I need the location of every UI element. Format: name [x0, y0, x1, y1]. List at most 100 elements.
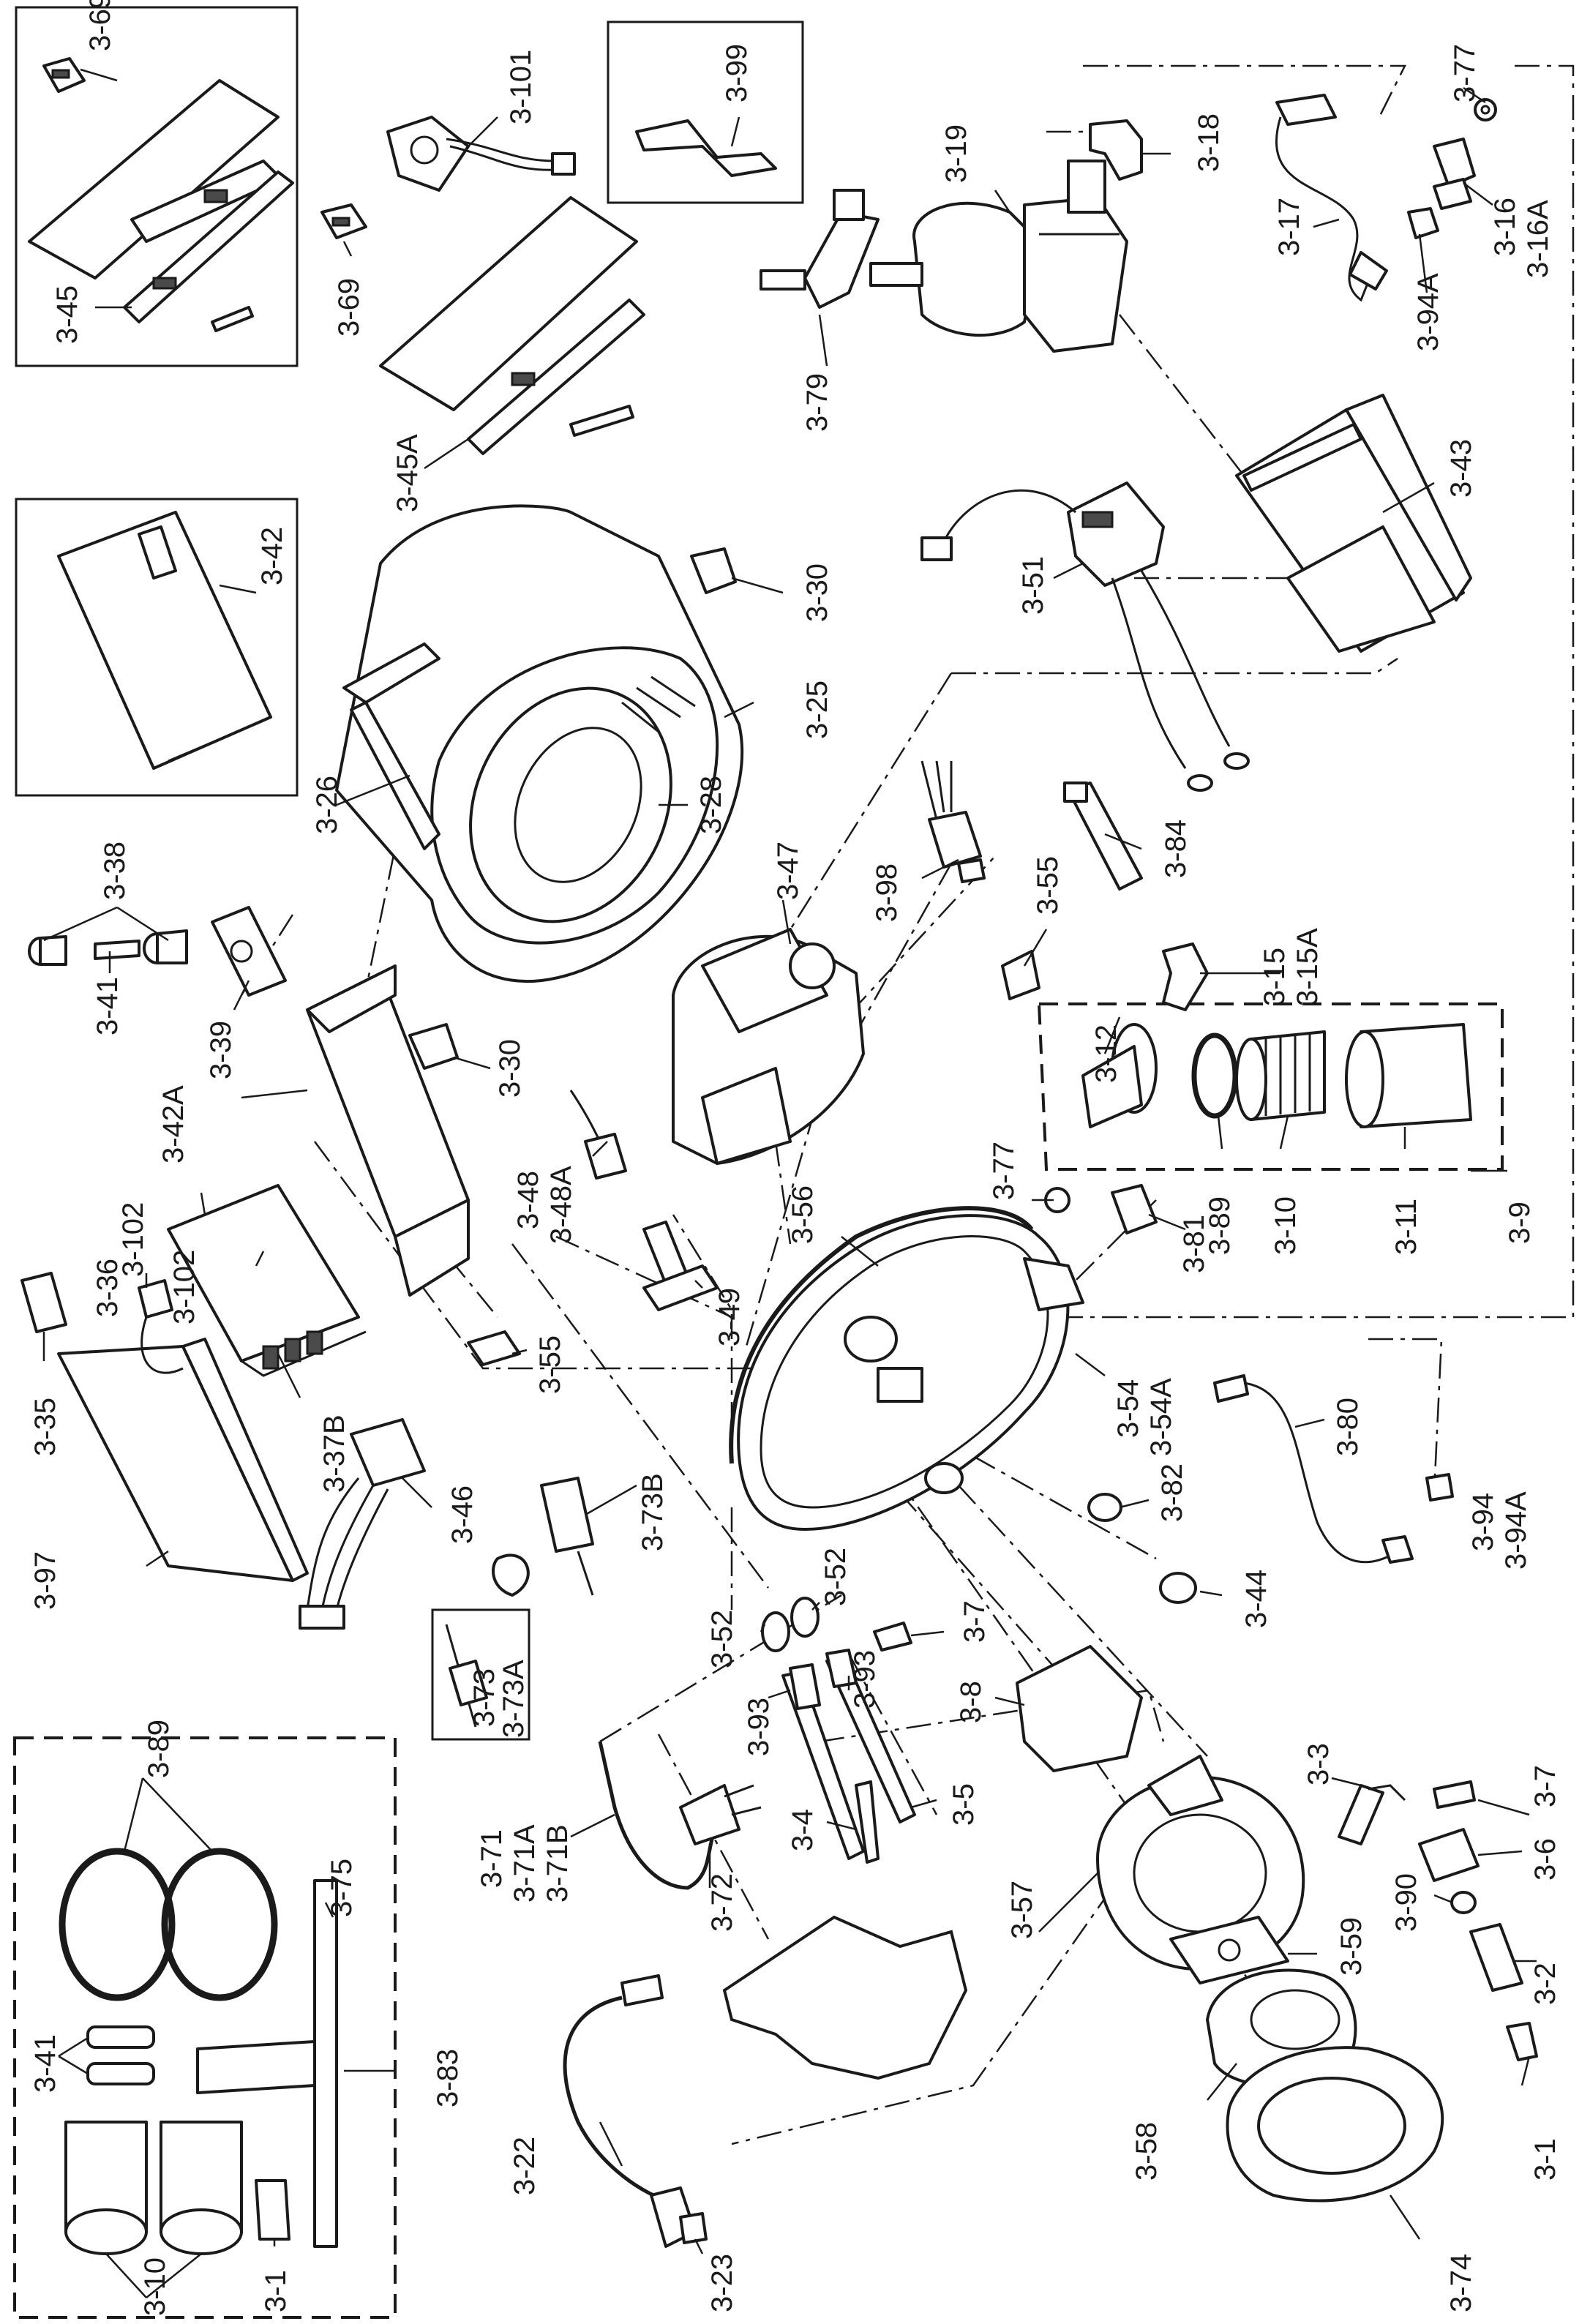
- relay-3-35: [20, 1272, 67, 1333]
- clip-3-55-top: [1001, 950, 1040, 1000]
- label-3-71b: 3-71B: [541, 1824, 574, 1903]
- label-3-54a: 3-54A: [1145, 1378, 1177, 1456]
- clip-3-30-bottom: [408, 1023, 459, 1070]
- label-3-69b: 3-69: [333, 278, 365, 337]
- ceramic-3-93-a: [789, 1663, 821, 1710]
- label-3-41k: 3-41: [29, 2034, 61, 2093]
- nut-3-94: [1425, 1473, 1454, 1502]
- motor-3-47: [672, 928, 865, 1165]
- connector-3-69: [320, 203, 367, 239]
- label-3-77a: 3-77: [1449, 44, 1481, 102]
- label-3-71: 3-71: [476, 1829, 508, 1888]
- clip-3-7-right: [1433, 1780, 1476, 1809]
- label-3-51: 3-51: [1017, 556, 1049, 615]
- label-3-79: 3-79: [801, 373, 833, 432]
- hose-3-84: [1063, 781, 1143, 891]
- label-3-72: 3-72: [706, 1873, 738, 1932]
- inset-box-bracket-3-99: [607, 20, 804, 204]
- label-3-12: 3-12: [1090, 1024, 1122, 1083]
- sensor-3-48: [569, 1090, 627, 1180]
- label-3-1a: 3-1: [1529, 2138, 1561, 2181]
- connector-3-36: [138, 1279, 184, 1374]
- cap-3-52-b: [790, 1597, 820, 1638]
- label-3-52b: 3-52: [820, 1548, 852, 1606]
- label-3-84: 3-84: [1160, 820, 1192, 878]
- control-board-3-45: [28, 79, 294, 332]
- mounting-plate-3-42: [57, 511, 272, 770]
- washer-3-90: [1450, 1891, 1477, 1914]
- label-3-89k: 3-89: [143, 1720, 175, 1778]
- elbow-3-15: [1162, 942, 1209, 1011]
- label-3-7a: 3-7: [959, 1600, 991, 1643]
- part-labels: 3-69 3-45 3-101 3-69 3-45A 3-99 3-19 3-7…: [29, 0, 1561, 2316]
- kit-nozzle-3-1: [255, 2179, 290, 2241]
- elbow-fitting-3-18: [1089, 119, 1143, 181]
- label-3-94a: 3-94A: [1500, 1491, 1532, 1570]
- label-3-46: 3-46: [446, 1485, 479, 1544]
- photocell-3-98: [920, 760, 986, 883]
- label-3-102a: 3-102: [117, 1202, 149, 1277]
- washer-3-77: [1474, 98, 1497, 121]
- fan-bracket-3-26: [342, 642, 440, 850]
- label-3-3: 3-3: [1302, 1743, 1335, 1785]
- label-3-8: 3-8: [955, 1681, 987, 1723]
- label-3-5: 3-5: [948, 1783, 980, 1826]
- label-3-101: 3-101: [505, 50, 537, 124]
- label-3-2: 3-2: [1529, 1963, 1561, 2005]
- label-3-26: 3-26: [311, 776, 343, 834]
- label-3-10k: 3-10: [139, 2257, 171, 2316]
- label-3-45a: 3-45A: [391, 434, 424, 512]
- label-3-56: 3-56: [787, 1185, 819, 1244]
- label-3-18: 3-18: [1193, 113, 1225, 172]
- oil-line-3-17: [1275, 94, 1388, 302]
- label-3-90: 3-90: [1390, 1873, 1422, 1932]
- nozzle-line-3-3: [1338, 1784, 1406, 1845]
- label-3-19: 3-19: [940, 124, 972, 183]
- label-3-57: 3-57: [1006, 1881, 1038, 1939]
- label-3-45: 3-45: [51, 285, 83, 344]
- label-3-55a: 3-55: [1032, 856, 1064, 915]
- label-3-16: 3-16: [1489, 198, 1521, 256]
- label-3-35: 3-35: [29, 1398, 61, 1456]
- label-3-102b: 3-102: [168, 1250, 200, 1324]
- label-3-39: 3-39: [205, 1021, 237, 1079]
- kit-o-rings-3-89: [59, 1848, 278, 2001]
- cable-3-46: [299, 1418, 426, 1630]
- holder-3-49: [642, 1221, 719, 1311]
- fitting-3-81: [1111, 1184, 1158, 1234]
- label-3-30b: 3-30: [494, 1039, 526, 1098]
- electrode-3-4: [781, 1671, 880, 1864]
- mounting-bracket-3-43: [1235, 394, 1472, 653]
- clip-3-30-top: [690, 547, 737, 594]
- label-3-10: 3-10: [1270, 1196, 1302, 1255]
- label-3-83: 3-83: [432, 2049, 464, 2107]
- label-3-58: 3-58: [1130, 2122, 1163, 2181]
- label-3-69a: 3-69: [84, 0, 116, 51]
- inset-box-plate-3-42: [15, 498, 299, 797]
- label-3-42a: 3-42A: [157, 1085, 190, 1163]
- nut-3-94a-top: [1407, 207, 1439, 239]
- label-3-52a: 3-52: [706, 1610, 738, 1668]
- inset-box-cable-3-73: [431, 1608, 530, 1741]
- label-3-54: 3-54: [1112, 1379, 1144, 1438]
- label-3-15a: 3-15A: [1291, 928, 1324, 1006]
- cover-3-8: [1016, 1645, 1143, 1772]
- label-3-48: 3-48: [512, 1171, 544, 1229]
- label-3-81: 3-81: [1178, 1215, 1210, 1273]
- flange-3-74: [1226, 2046, 1444, 2203]
- label-3-82: 3-82: [1156, 1463, 1188, 1522]
- label-3-55b: 3-55: [534, 1335, 566, 1394]
- control-unit-3-37b: [167, 1184, 367, 1377]
- oil-line-3-22: [563, 1974, 674, 2205]
- label-3-9: 3-9: [1504, 1202, 1536, 1244]
- label-3-73: 3-73: [468, 1668, 500, 1727]
- label-3-25: 3-25: [801, 681, 833, 739]
- cable-3-73-inset: [445, 1624, 488, 1728]
- filter-cup-3-11: [1345, 1023, 1472, 1128]
- inset-box-control-plate: [15, 6, 299, 367]
- label-3-49: 3-49: [713, 1288, 746, 1346]
- label-3-1b: 3-1: [260, 2270, 292, 2312]
- label-3-42: 3-42: [256, 527, 288, 585]
- control-plate-3-45a: [379, 196, 645, 455]
